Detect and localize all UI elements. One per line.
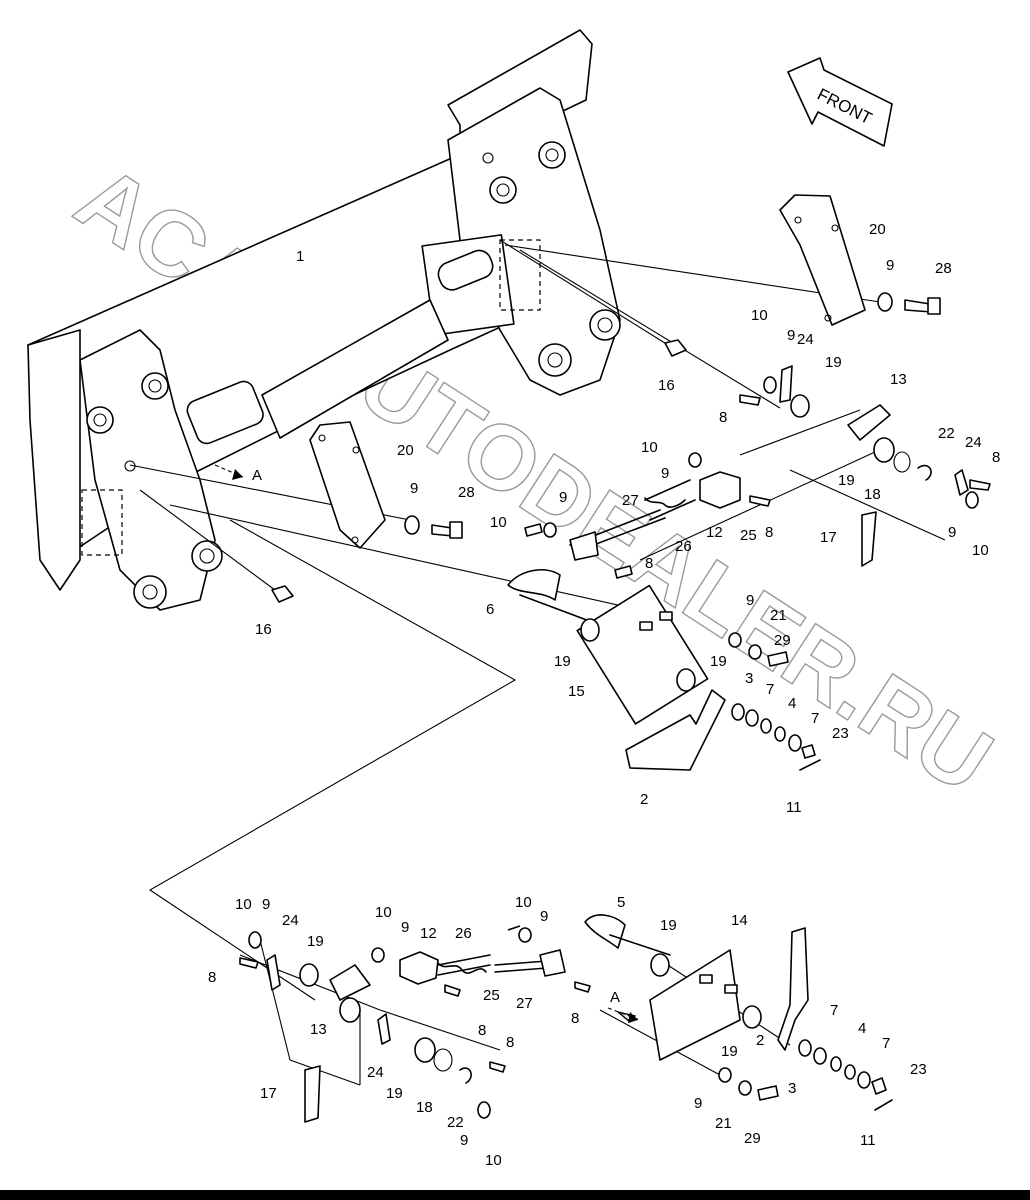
callout-label: 20 — [397, 442, 414, 459]
callout-label: 13 — [310, 1021, 327, 1038]
callout-label: 19 — [386, 1085, 403, 1102]
callout-label: 10 — [751, 307, 768, 324]
callout-label: 19 — [825, 354, 842, 371]
callout-label: 9 — [661, 465, 669, 482]
callout-label: 24 — [367, 1064, 384, 1081]
callout-label: 22 — [938, 425, 955, 442]
callout-label: 19 — [660, 917, 677, 934]
callout-label: 19 — [554, 653, 571, 670]
callout-label: 10 — [485, 1152, 502, 1169]
callout-label: 10 — [972, 542, 989, 559]
callout-label: 23 — [832, 725, 849, 742]
callout-label: 10 — [490, 514, 507, 531]
callout-label: 8 — [645, 555, 653, 572]
linkage-lower — [239, 914, 893, 1123]
callout-label: 15 — [568, 683, 585, 700]
callout-label: 19 — [307, 933, 324, 950]
callout-label: 5 — [617, 894, 625, 911]
callout-label: 7 — [766, 681, 774, 698]
callout-label: 9 — [746, 592, 754, 609]
linkage-middle — [507, 471, 821, 771]
callout-label: 11 — [860, 1132, 876, 1149]
callout-label: 29 — [774, 632, 791, 649]
callout-label: 17 — [820, 529, 837, 546]
callout-label: 8 — [208, 969, 216, 986]
callout-label: 13 — [890, 371, 907, 388]
callout-label: 17 — [260, 1085, 277, 1102]
callout-label: 19 — [838, 472, 855, 489]
callout-label: 16 — [255, 621, 272, 638]
callout-label: 18 — [416, 1099, 433, 1116]
callout-labels: 1 20 9 28 10 9 24 19 13 16 8 22 24 8 19 … — [208, 221, 1000, 1169]
callout-label: 25 — [740, 527, 757, 544]
quick-attach-frame — [27, 29, 621, 611]
callout-label: 1 — [296, 248, 304, 265]
callout-label: 9 — [694, 1095, 702, 1112]
callout-label: 7 — [830, 1002, 838, 1019]
view-markers: A A — [214, 464, 641, 1023]
callout-label: 9 — [540, 908, 548, 925]
callout-label: 29 — [744, 1130, 761, 1147]
callout-label: 8 — [719, 409, 727, 426]
callout-label: 6 — [486, 601, 494, 618]
callout-label: 8 — [992, 449, 1000, 466]
callout-label: 2 — [640, 791, 648, 808]
callout-label: 3 — [788, 1080, 796, 1097]
callout-label: 24 — [797, 331, 814, 348]
callout-label: 10 — [375, 904, 392, 921]
callout-label: 9 — [401, 919, 409, 936]
callout-label: 8 — [506, 1034, 514, 1051]
callout-label: 10 — [235, 896, 252, 913]
callout-label: 8 — [478, 1022, 486, 1039]
callout-label: 8 — [765, 524, 773, 541]
callout-label: 25 — [483, 987, 500, 1004]
bracket-plate-20-upper — [779, 194, 866, 326]
callout-label: 9 — [460, 1132, 468, 1149]
callout-label: 9 — [410, 480, 418, 497]
callout-label: 14 — [731, 912, 748, 929]
callout-label: 23 — [910, 1061, 927, 1078]
callout-label: 9 — [886, 257, 894, 274]
callout-label: 9 — [559, 489, 567, 506]
callout-label: 10 — [641, 439, 658, 456]
callout-label: 9 — [787, 327, 795, 344]
page-border — [0, 1190, 1030, 1200]
callout-label: 24 — [282, 912, 299, 929]
callout-label: 24 — [965, 434, 982, 451]
callout-label: 10 — [515, 894, 532, 911]
callout-label: 12 — [706, 524, 723, 541]
callout-label: 4 — [788, 695, 796, 712]
callout-label: 28 — [935, 260, 952, 277]
bracket-plate-20-lower — [309, 421, 386, 549]
callout-label: 16 — [658, 377, 675, 394]
callout-label: 21 — [770, 607, 787, 624]
callout-label: 7 — [882, 1035, 890, 1052]
callout-label: 12 — [420, 925, 437, 942]
callout-label: 9 — [948, 524, 956, 541]
callout-label: 27 — [622, 492, 639, 509]
callout-label: 8 — [571, 1010, 579, 1027]
hardware-top — [271, 292, 991, 603]
assembly-lines-top — [129, 239, 946, 1001]
callout-label: 19 — [710, 653, 727, 670]
callout-label: 22 — [447, 1114, 464, 1131]
view-marker-a: A — [610, 989, 620, 1006]
callout-label: 4 — [858, 1020, 866, 1037]
callout-label: 7 — [811, 710, 819, 727]
callout-label: 21 — [715, 1115, 732, 1132]
callout-label: 3 — [745, 670, 753, 687]
callout-label: 2 — [756, 1032, 764, 1049]
callout-label: 27 — [516, 995, 533, 1012]
view-marker-a: A — [252, 467, 262, 484]
callout-label: 26 — [675, 538, 692, 555]
callout-label: 11 — [786, 799, 802, 816]
callout-label: 19 — [721, 1043, 738, 1060]
callout-label: 9 — [262, 896, 270, 913]
callout-label: 28 — [458, 484, 475, 501]
callout-label: 26 — [455, 925, 472, 942]
front-arrow-icon: FRONT — [787, 57, 893, 147]
callout-label: 20 — [869, 221, 886, 238]
callout-label: 18 — [864, 486, 881, 503]
